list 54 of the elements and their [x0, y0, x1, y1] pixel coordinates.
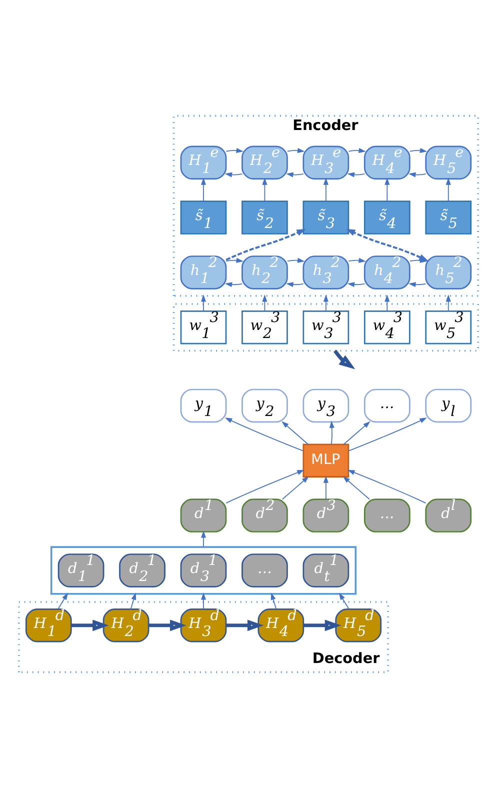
arrow [409, 148, 428, 154]
arrow [200, 530, 206, 548]
node-box: … [242, 554, 288, 588]
arrow [329, 420, 334, 445]
arrow [226, 258, 244, 263]
cluster [172, 303, 479, 352]
arrow [446, 178, 451, 202]
arrow [347, 282, 366, 288]
arrow [130, 592, 136, 610]
arrow [286, 172, 304, 178]
arrow [262, 178, 268, 202]
cluster [50, 546, 357, 595]
arrow [226, 228, 306, 261]
arrow [200, 592, 206, 610]
arrow [282, 421, 309, 445]
arrow [408, 172, 426, 178]
arrow [347, 172, 366, 178]
arrow [348, 258, 366, 263]
arrow [226, 470, 304, 504]
arrow [226, 148, 244, 154]
node-box: … [364, 498, 410, 532]
arrow [323, 476, 328, 500]
arrow [148, 620, 186, 632]
arrow [346, 228, 428, 262]
arrow [224, 282, 243, 288]
arrow [348, 418, 427, 452]
arrow [262, 294, 268, 312]
arrow [323, 294, 328, 312]
arrow [408, 282, 426, 288]
arrow [323, 178, 328, 202]
arrow [226, 620, 264, 632]
arrow [348, 148, 366, 154]
arrow [286, 282, 304, 288]
arrow [200, 178, 206, 202]
arrow [58, 592, 68, 610]
arrow [71, 620, 109, 632]
arrow [200, 294, 206, 312]
node-box: MLP [302, 444, 350, 478]
arrow [334, 350, 356, 370]
arrow [348, 470, 426, 504]
arrow [343, 421, 370, 445]
arrow [384, 294, 390, 312]
arrow [446, 294, 451, 312]
node-box: … [364, 388, 410, 423]
arrow [224, 418, 304, 452]
arrow [286, 258, 305, 263]
arrow [270, 592, 277, 610]
arrow [304, 620, 342, 632]
arrow [282, 476, 310, 500]
arrow [286, 148, 305, 154]
arrow [384, 178, 390, 202]
arrow [338, 592, 350, 610]
arrow [224, 172, 243, 178]
arrow [342, 476, 370, 500]
